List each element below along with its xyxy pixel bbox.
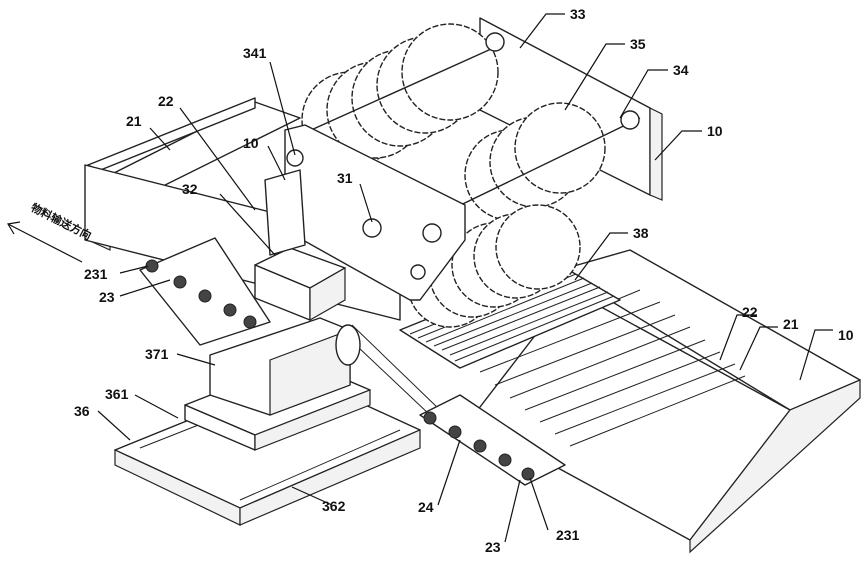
direction-arrow: 物料输送方向 [8,200,94,262]
label-10a: 10 [707,123,723,139]
label-21b: 21 [783,316,799,332]
label-341: 341 [243,45,267,61]
label-35: 35 [630,36,646,52]
label-21a: 21 [126,113,142,129]
label-23a: 23 [99,289,115,305]
label-22a: 22 [158,93,174,109]
label-10b: 10 [243,135,259,151]
label-231a: 231 [84,266,108,282]
label-22b: 22 [742,304,758,320]
label-371: 371 [145,346,169,362]
label-33: 33 [570,6,586,22]
label-231b: 231 [556,527,580,543]
label-32: 32 [182,181,198,197]
label-36: 36 [74,403,90,419]
label-34: 34 [673,62,689,78]
label-362: 362 [322,498,346,514]
label-10c: 10 [838,327,854,343]
direction-label: 物料输送方向 [29,200,94,242]
label-23b: 23 [485,539,501,555]
label-31: 31 [337,170,353,186]
label-24: 24 [418,499,434,515]
label-38: 38 [633,225,649,241]
label-361: 361 [105,386,129,402]
